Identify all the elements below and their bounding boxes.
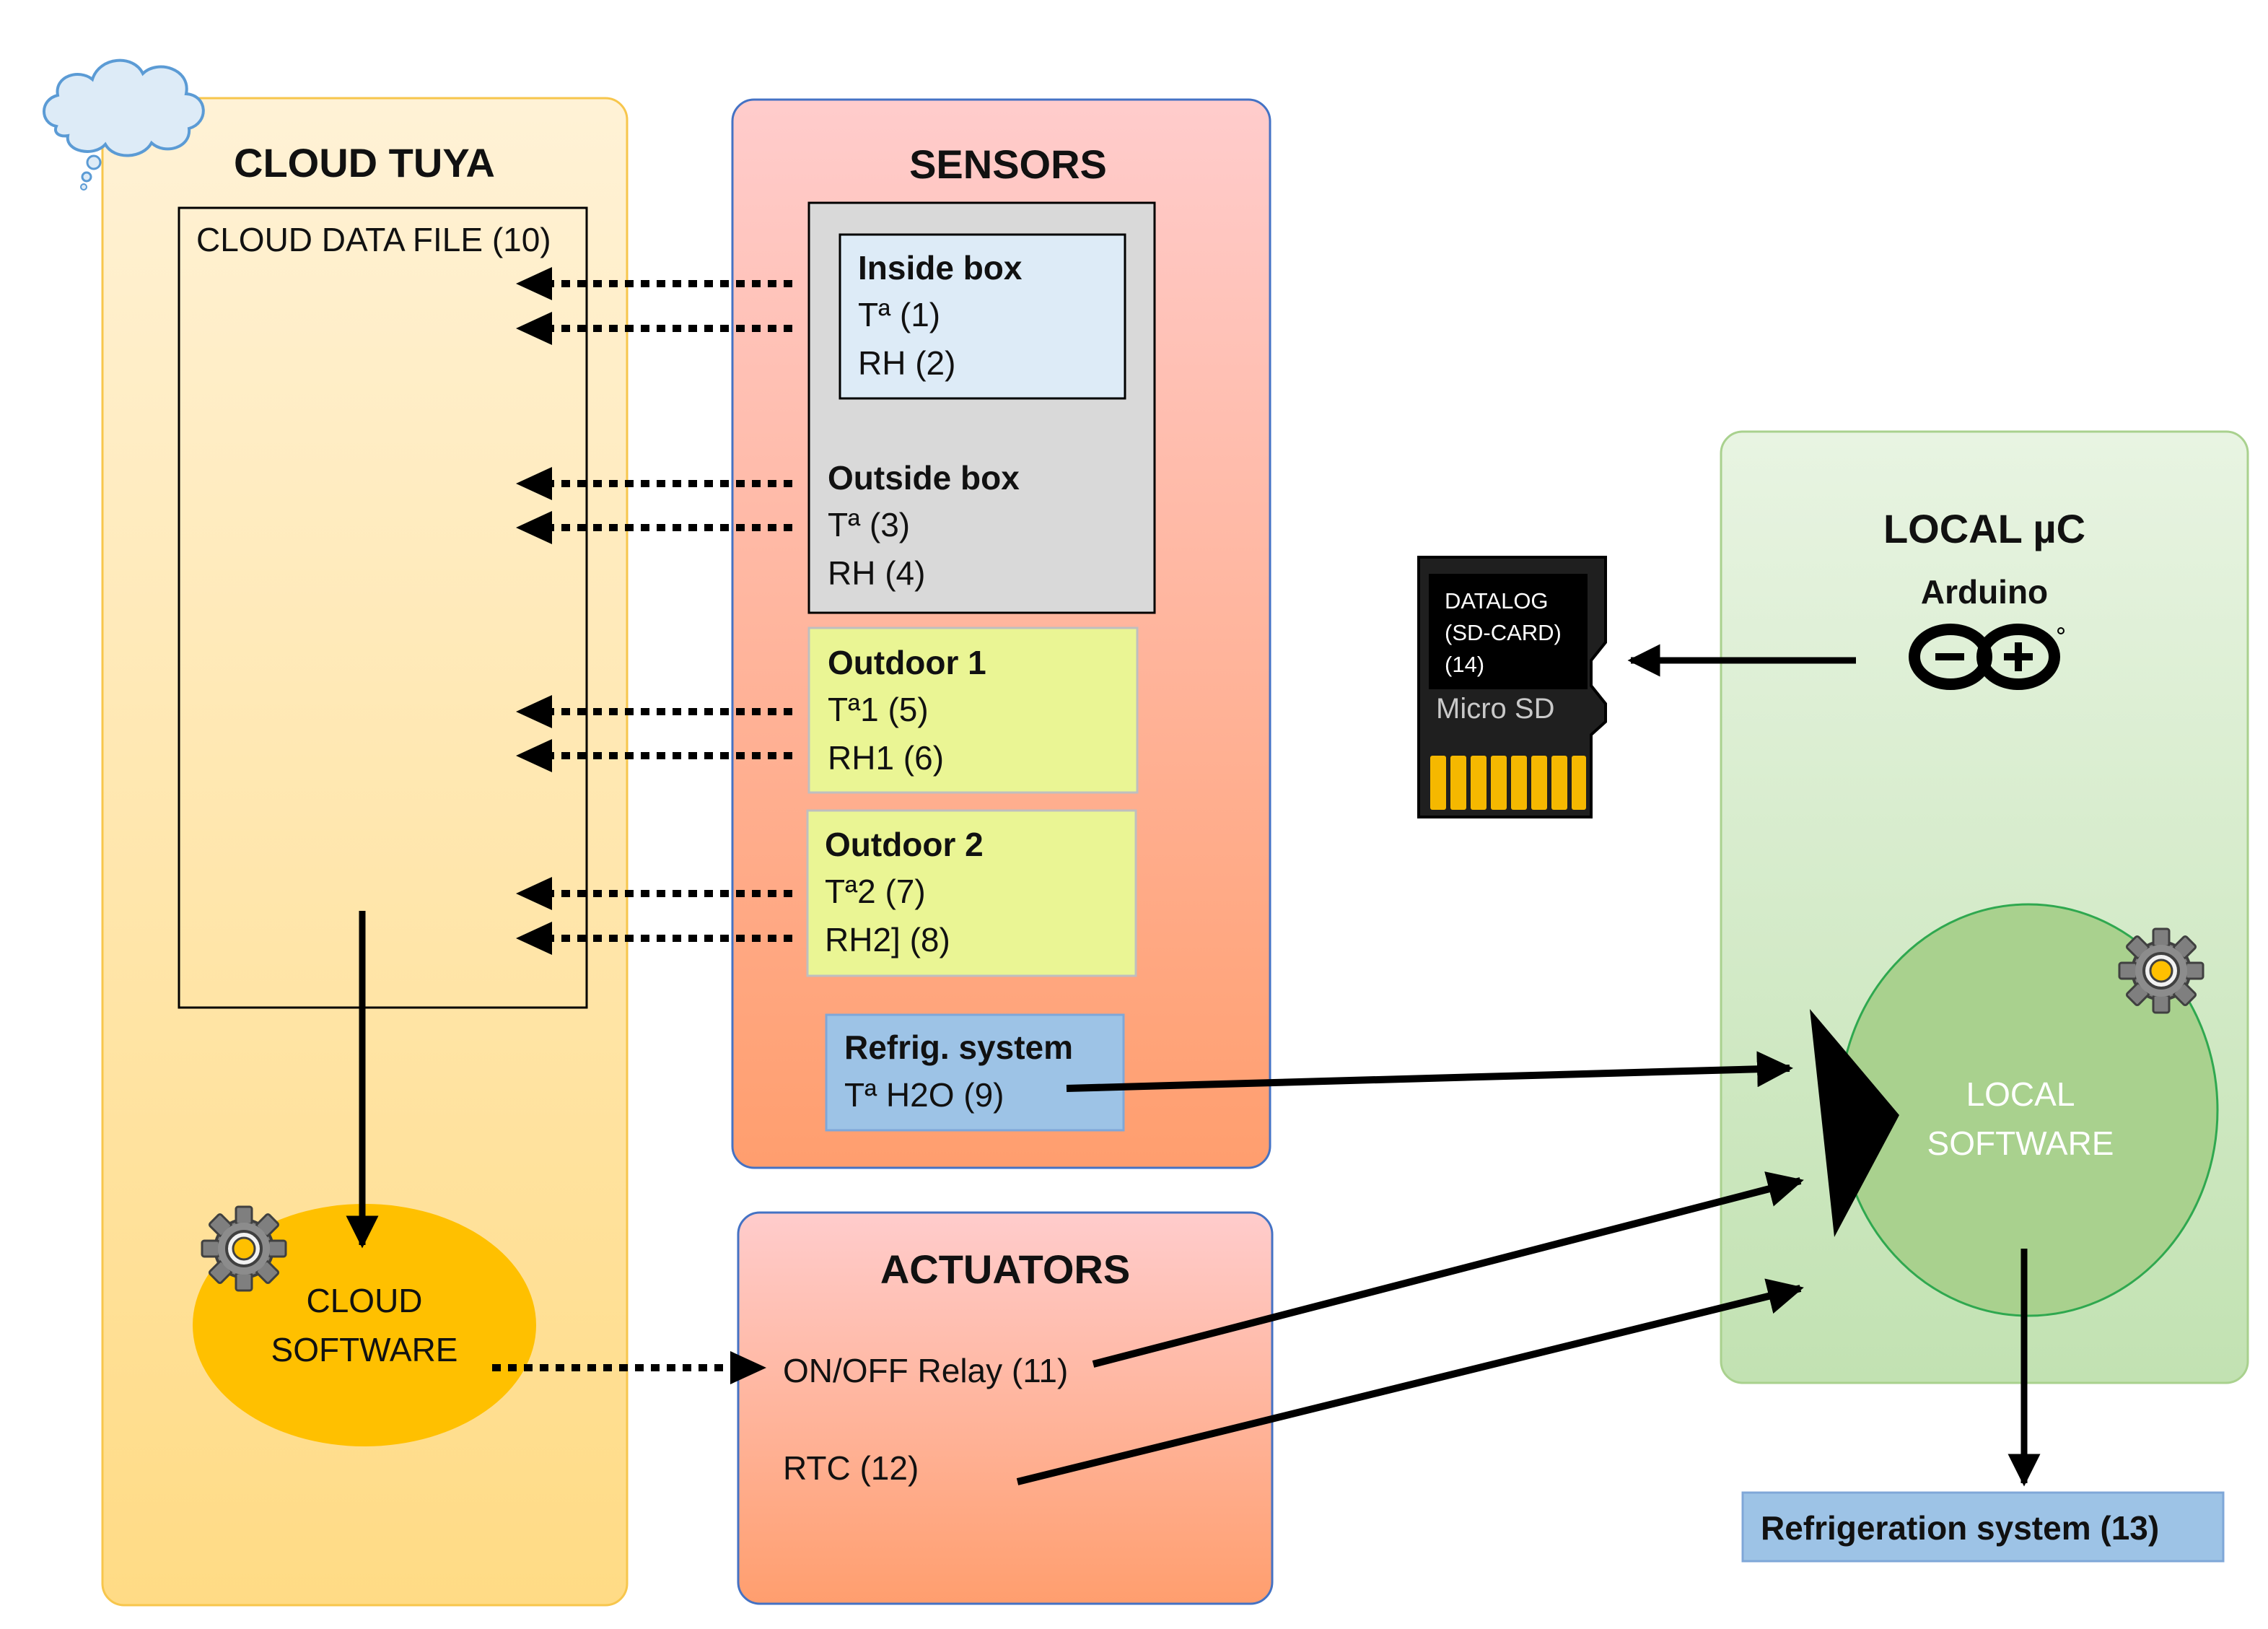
cloud-data-file-box <box>178 206 588 1009</box>
actuator-relay: ON/OFF Relay (11) <box>783 1352 1068 1389</box>
outdoor1-rh: RH1 (6) <box>828 739 944 777</box>
actuator-rtc: RTC (12) <box>783 1449 919 1487</box>
gear-icon <box>2118 927 2204 1014</box>
outdoor1-temp: Tª1 (5) <box>828 691 929 728</box>
cloud-software-line2: SOFTWARE <box>271 1331 458 1368</box>
sd-card-brand: Micro SD <box>1436 693 1554 725</box>
actuators-panel: ACTUATORS ON/OFF Relay (11) RTC (12) <box>737 1211 1274 1605</box>
sensor-to-cloud-arrows <box>541 280 792 942</box>
outside-box-rh: RH (4) <box>828 554 925 592</box>
inside-box-temp: Tª (1) <box>858 296 940 333</box>
outdoor2-header: Outdoor 2 <box>825 826 984 863</box>
sensors-title: SENSORS <box>909 141 1107 187</box>
inside-box <box>839 233 1126 400</box>
input-triangle-icon <box>1810 1009 1899 1237</box>
outdoor1-header: Outdoor 1 <box>828 644 986 681</box>
local-software: LOCAL SOFTWARE <box>1838 903 2219 1317</box>
sd-card-line1: DATALOG <box>1445 588 1549 613</box>
cloud-tuya-title: CLOUD TUYA <box>234 140 495 185</box>
outdoor2-temp: Tª2 (7) <box>825 873 926 910</box>
outdoor1-box <box>807 626 1139 794</box>
arrow-rtc-to-local <box>1016 1278 1804 1485</box>
sd-card-line2: (SD-CARD) <box>1445 620 1562 645</box>
local-software-line1: LOCAL <box>1966 1075 2075 1113</box>
cloud-software-line1: CLOUD <box>306 1282 422 1319</box>
arrow-refrig-temp-to-local <box>1066 1051 1793 1092</box>
outside-box-header: Outside box <box>828 459 1020 497</box>
refrigeration-system-box: Refrigeration system (13) <box>1741 1491 2225 1563</box>
sensors-panel: SENSORS Inside box Tª (1) RH (2) Outside… <box>731 98 1271 1169</box>
local-software-line2: SOFTWARE <box>1927 1124 2114 1162</box>
sd-card-line3: (14) <box>1445 652 1484 677</box>
refrig-sensor-box <box>825 1013 1125 1132</box>
local-uc-title: LOCAL µC <box>1883 506 2085 551</box>
refrigeration-system-label: Refrigeration system (13) <box>1761 1509 2159 1547</box>
refrig-sensor-temp: Tª H2O (9) <box>844 1076 1004 1114</box>
dotted-arrow-heads <box>516 267 552 955</box>
arrow-relay-to-local <box>1092 1171 1804 1368</box>
refrig-sensor-header: Refrig. system <box>844 1029 1073 1066</box>
cloud-data-file-label: CLOUD DATA FILE (10) <box>196 221 551 258</box>
arduino-logo-icon <box>1909 624 2065 690</box>
micro-sd-card-icon: DATALOG (SD-CARD) (14) Micro SD <box>1417 556 1607 818</box>
actuators-title: ACTUATORS <box>880 1246 1130 1292</box>
sd-card-contacts <box>1430 756 1586 810</box>
outdoor2-rh: RH2] (8) <box>825 921 950 958</box>
inside-box-header: Inside box <box>858 249 1023 287</box>
cloud-icon <box>43 58 205 191</box>
dotted-arrow-cloud-to-relay-head <box>730 1351 766 1384</box>
arduino-label: Arduino <box>1921 573 2048 611</box>
inside-box-rh: RH (2) <box>858 344 955 382</box>
gear-icon <box>201 1205 287 1292</box>
outside-box-temp: Tª (3) <box>828 506 910 543</box>
cloud-software: CLOUD SOFTWARE <box>193 1204 536 1446</box>
outdoor2-box <box>806 809 1137 977</box>
